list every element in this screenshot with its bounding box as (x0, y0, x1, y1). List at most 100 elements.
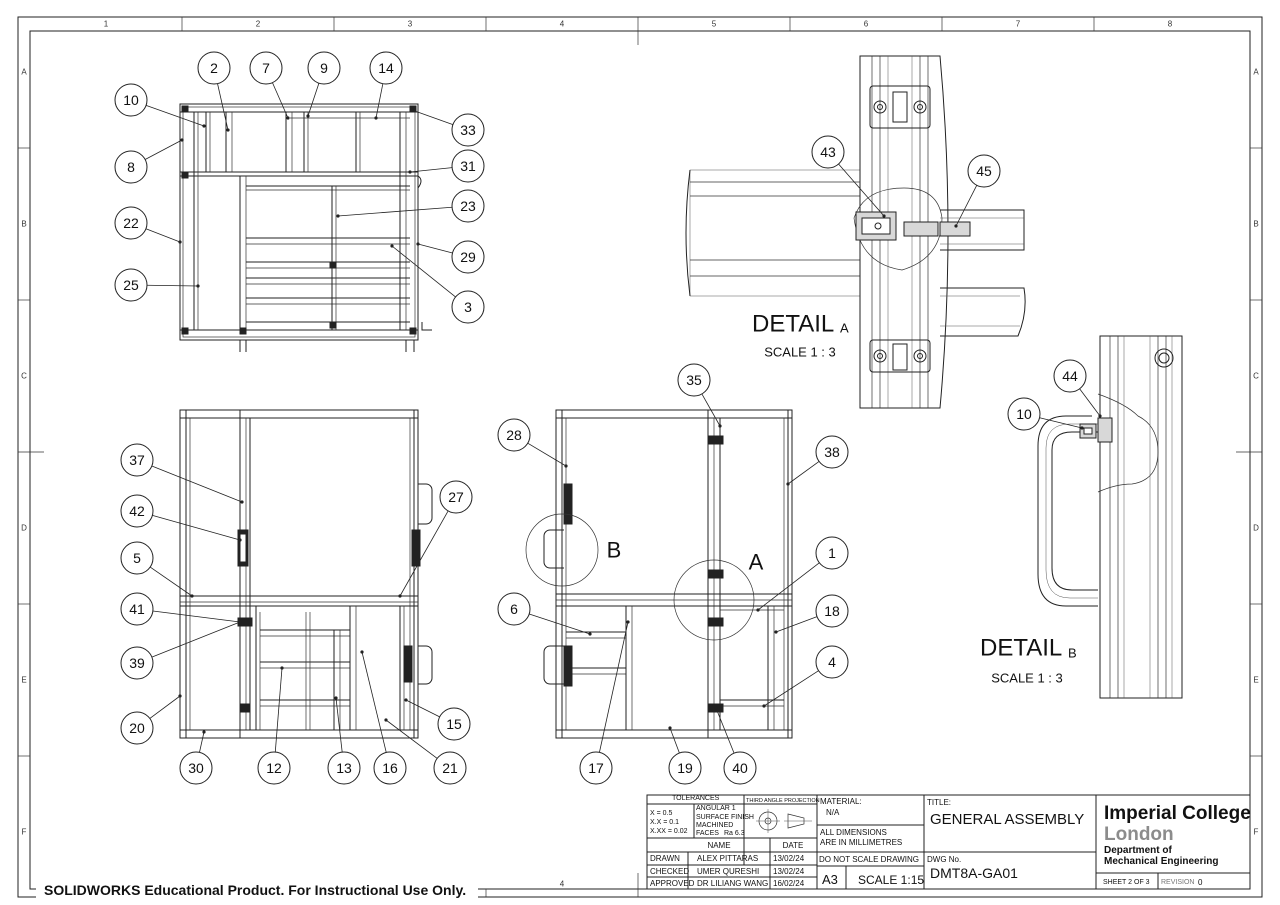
balloon-leader (1039, 417, 1083, 429)
balloon-leader (146, 284, 199, 287)
zone-col-7: 7 (1016, 20, 1021, 29)
item-balloon (249, 51, 283, 85)
leader-dot (336, 214, 340, 218)
item-balloon (373, 751, 407, 785)
front-view (179, 409, 433, 739)
item-balloon (120, 541, 154, 575)
item-balloon-number: 35 (686, 372, 702, 388)
detail-a-scale: SCALE 1 : 3 (764, 345, 836, 360)
leader-dot (756, 608, 760, 612)
side-view (525, 409, 793, 739)
department-line-1: Department of (1104, 845, 1172, 856)
item-balloon-number: 3 (464, 299, 472, 315)
item-balloon (451, 290, 485, 324)
item-balloon-number: 16 (382, 760, 398, 776)
balloon-leader (955, 185, 978, 227)
no-scale-note: DO NOT SCALE DRAWING (819, 855, 919, 864)
item-balloon-number: 28 (506, 427, 522, 443)
balloon-leader (417, 243, 453, 254)
item-balloon-number: 40 (732, 760, 748, 776)
item-balloon (811, 135, 845, 169)
item-balloon (439, 480, 473, 514)
leader-dot (718, 424, 722, 428)
educational-watermark: SOLIDWORKS Educational Product. For Inst… (44, 882, 466, 898)
machined-label: MACHINED (696, 822, 733, 829)
item-balloon-number: 39 (129, 655, 145, 671)
balloon-leader (361, 651, 387, 753)
zone-row-d: D (21, 524, 27, 533)
balloon-leader (529, 613, 591, 635)
item-balloon-number: 31 (460, 158, 476, 174)
item-balloon-number: 17 (588, 760, 604, 776)
leader-dot (714, 706, 718, 710)
leader-dot (202, 730, 206, 734)
balloon-leader (152, 610, 241, 623)
college-city: London (1104, 824, 1174, 845)
item-balloon-number: 43 (820, 144, 836, 160)
balloon-leader (787, 461, 820, 485)
revision-label: REVISION (1161, 879, 1194, 886)
balloon-leader (274, 667, 283, 753)
drawing-scale: SCALE 1:15 (858, 873, 924, 887)
zone-col-6: 6 (864, 20, 869, 29)
balloon-leader (337, 206, 453, 217)
leader-dot (416, 242, 420, 246)
item-balloon-number: 18 (824, 603, 840, 619)
detail-a-view (685, 55, 1026, 409)
balloon-leader (144, 139, 183, 160)
item-balloon (197, 51, 231, 85)
balloon-leader (145, 104, 205, 127)
item-balloon (451, 189, 485, 223)
item-balloon-number: 8 (127, 159, 135, 175)
balloon-leader (838, 163, 885, 217)
drawn-name: ALEX PITTARAS (697, 854, 758, 863)
angular-tolerance: ANGULAR 1 (696, 805, 736, 812)
tolerance-xxx: X.XX = 0.02 (650, 828, 688, 835)
item-balloon (114, 268, 148, 302)
item-balloon (967, 154, 1001, 188)
balloon-leader (151, 621, 241, 658)
balloon-leader (669, 727, 680, 754)
item-balloon-number: 9 (320, 60, 328, 76)
leader-dot (404, 698, 408, 702)
zone-col-2: 2 (256, 20, 261, 29)
detail-a-circle (673, 559, 755, 641)
leader-dot (398, 594, 402, 598)
leader-dot (286, 116, 290, 120)
dimensions-note-1: ALL DIMENSIONS (820, 828, 887, 837)
zone-row-a-right: A (1253, 68, 1259, 77)
zone-row-d-right: D (1253, 524, 1259, 533)
leader-dot (410, 108, 414, 112)
balloon-leader (757, 562, 820, 611)
detail-a-title: DETAIL (752, 311, 834, 338)
checked-label: CHECKED (650, 867, 689, 876)
zone-row-b-right: B (1253, 220, 1258, 229)
item-balloon-number: 20 (129, 720, 145, 736)
item-balloon (1007, 397, 1041, 431)
item-balloon (369, 51, 403, 85)
zone-row-b: B (21, 220, 26, 229)
approved-name: DR LILIANG WANG (697, 879, 768, 888)
leader-dot (238, 538, 242, 542)
balloon-leader (385, 719, 438, 759)
leader-dot (390, 244, 394, 248)
leader-dot (280, 666, 284, 670)
leader-dot (238, 620, 242, 624)
zone-row-e-right: E (1253, 676, 1258, 685)
balloon-leader (391, 245, 456, 298)
balloon-leader (763, 670, 819, 707)
item-balloon-number: 13 (336, 760, 352, 776)
outer-border (17, 16, 1263, 898)
balloon-leader (217, 83, 229, 131)
leader-dot (762, 704, 766, 708)
item-balloon-number: 37 (129, 452, 145, 468)
balloon-leader (775, 616, 818, 633)
date-header: DATE (783, 841, 804, 850)
zone-row-f-right: F (1254, 828, 1259, 837)
item-balloon (815, 435, 849, 469)
balloon-leader (375, 83, 384, 119)
faces-label: FACES (696, 830, 719, 837)
item-balloon-number: 29 (460, 249, 476, 265)
inner-frame (29, 30, 1251, 890)
